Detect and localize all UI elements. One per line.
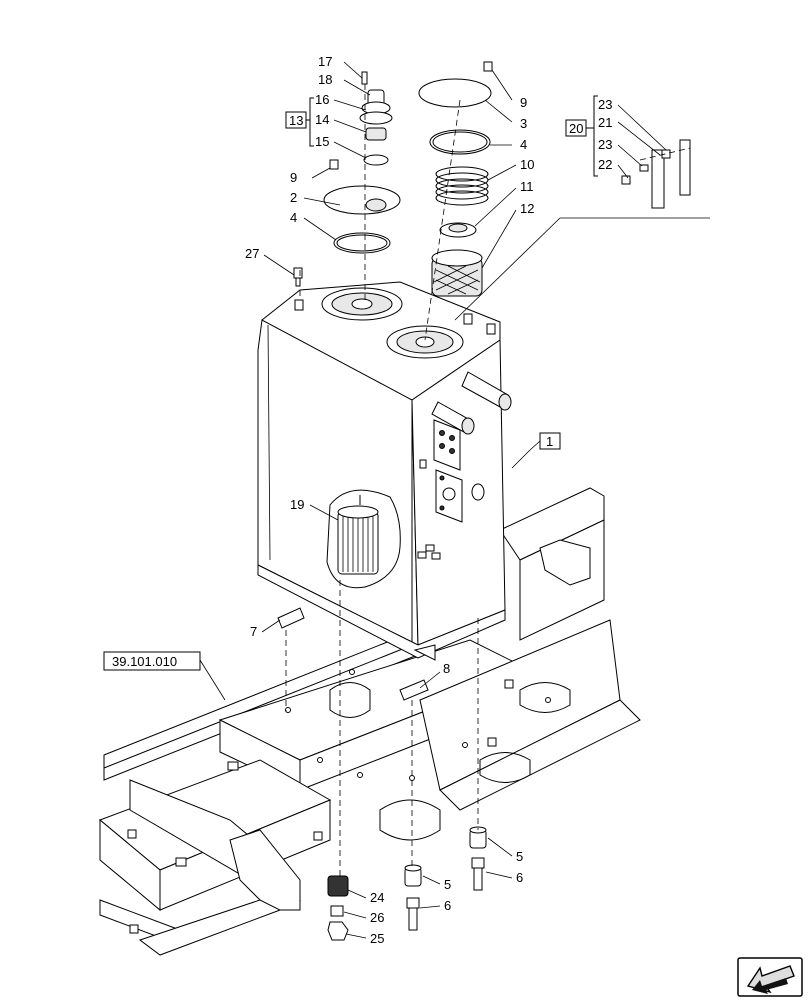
strainer-mesh: [433, 265, 481, 295]
callout-6-left[interactable]: 6: [444, 898, 451, 913]
hydraulic-tank: [257, 281, 512, 661]
callout-27[interactable]: 27: [245, 246, 259, 261]
callout-25[interactable]: 25: [370, 931, 384, 946]
callout-5-right[interactable]: 5: [516, 849, 523, 864]
group-box-13[interactable]: 13: [285, 97, 314, 147]
callout-23-top[interactable]: 23: [598, 97, 612, 112]
callout-1[interactable]: 1: [546, 434, 553, 449]
callout-box-1[interactable]: 1: [529, 432, 561, 451]
callout-3[interactable]: 3: [520, 116, 527, 131]
callout-21[interactable]: 21: [598, 115, 612, 130]
reference-link[interactable]: 39.101.010: [103, 651, 201, 671]
callout-19[interactable]: 19: [290, 497, 304, 512]
reference-label[interactable]: 39.101.010: [112, 654, 177, 669]
callout-18[interactable]: 18: [318, 72, 332, 87]
callout-26[interactable]: 26: [370, 910, 384, 925]
filter-ribs: [342, 514, 374, 572]
callout-6-right[interactable]: 6: [516, 870, 523, 885]
callout-labels: 17 18 16 14 15 13 9 2 4 27 9 3 4 10 11 1…: [245, 54, 612, 946]
callout-4-left[interactable]: 4: [290, 210, 297, 225]
arrow-back-icon[interactable]: [737, 957, 803, 997]
callout-12[interactable]: 12: [520, 201, 534, 216]
group-box-20[interactable]: 20: [565, 95, 598, 177]
callout-16[interactable]: 16: [315, 92, 329, 107]
callout-22[interactable]: 22: [598, 157, 612, 172]
callout-13[interactable]: 13: [289, 113, 303, 128]
callout-17[interactable]: 17: [318, 54, 332, 69]
callout-2[interactable]: 2: [290, 190, 297, 205]
leader-lines: [199, 61, 710, 939]
bottom-parts: [277, 607, 487, 941]
callout-11[interactable]: 11: [520, 179, 534, 194]
callout-10[interactable]: 10: [520, 157, 534, 172]
callout-24[interactable]: 24: [370, 890, 384, 905]
callout-9-right[interactable]: 9: [520, 95, 527, 110]
assembly-lines: [285, 84, 691, 876]
callout-5-left[interactable]: 5: [444, 877, 451, 892]
callout-15[interactable]: 15: [315, 134, 329, 149]
callout-14[interactable]: 14: [315, 112, 329, 127]
callout-23-mid[interactable]: 23: [598, 137, 612, 152]
callout-20[interactable]: 20: [569, 121, 583, 136]
top-parts: [293, 61, 691, 297]
chassis-frame: [99, 487, 641, 956]
callout-7[interactable]: 7: [250, 624, 257, 639]
callout-4-right[interactable]: 4: [520, 137, 527, 152]
spring-coils: [435, 166, 489, 206]
callout-8[interactable]: 8: [443, 661, 450, 676]
callout-9-left[interactable]: 9: [290, 170, 297, 185]
